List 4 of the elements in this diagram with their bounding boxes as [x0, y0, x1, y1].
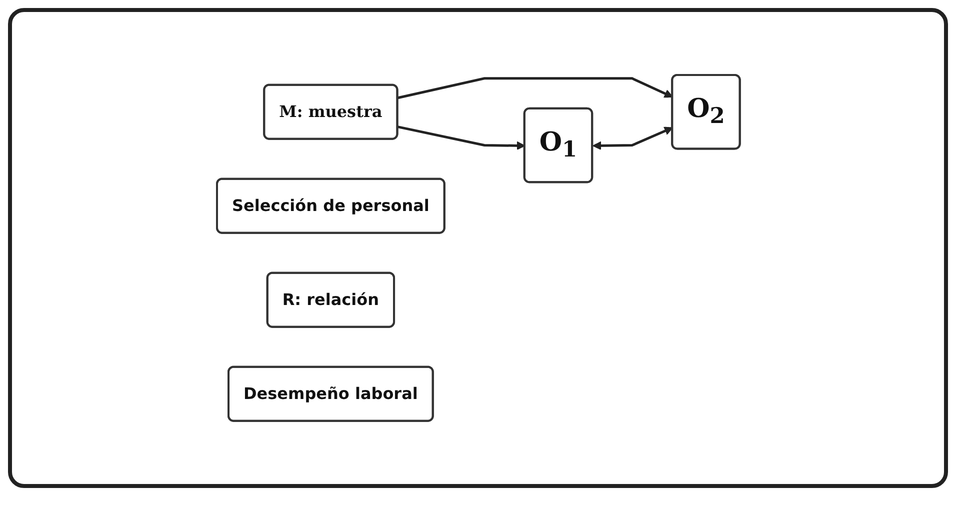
diagram-frame: M: muestra O$_{1}$ Selección de personal R: relación O$_{2}$ Desempeño laboral	[8, 8, 948, 488]
arrow	[397, 126, 525, 150]
arrow	[592, 126, 673, 150]
arrow	[397, 77, 673, 100]
